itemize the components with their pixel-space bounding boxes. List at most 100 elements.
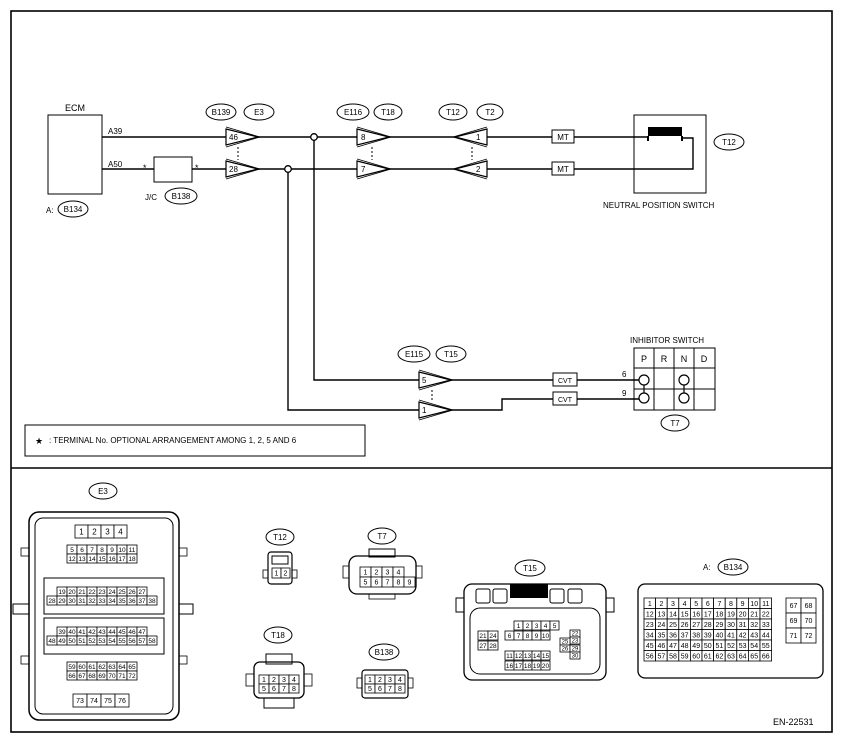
svg-text:2: 2 <box>92 528 97 537</box>
svg-text:5: 5 <box>553 623 557 630</box>
t2-conn-tag: T2 <box>485 108 495 117</box>
svg-text:48: 48 <box>681 643 689 650</box>
svg-text:38: 38 <box>692 632 700 639</box>
svg-text:63: 63 <box>727 653 735 660</box>
svg-text:22: 22 <box>88 589 96 596</box>
cvt-label-1: CVT <box>558 378 573 385</box>
t15-pin: 14 <box>531 650 542 661</box>
svg-text:16: 16 <box>506 663 514 670</box>
t7-pin: 6 <box>370 576 383 588</box>
e3-pin: 11 <box>126 544 138 555</box>
svg-text:44: 44 <box>108 629 116 636</box>
svg-text:4: 4 <box>397 570 401 577</box>
svg-text:11: 11 <box>762 601 769 608</box>
svg-text:2: 2 <box>272 677 276 684</box>
svg-text:46: 46 <box>658 643 666 650</box>
t15-pin: 12 <box>513 650 524 661</box>
e3-pin: 31 <box>76 595 88 606</box>
svg-text:47: 47 <box>669 643 677 650</box>
t12-pin: 2 <box>280 567 291 579</box>
svg-text:36: 36 <box>128 598 136 605</box>
mt-label-2: MT <box>557 165 569 174</box>
b134-pin: 60 <box>690 650 703 662</box>
t15-pin: 30 <box>569 651 581 660</box>
svg-text:2: 2 <box>284 571 288 578</box>
svg-text:55: 55 <box>762 643 770 650</box>
svg-text:7: 7 <box>717 601 721 608</box>
svg-text:24: 24 <box>489 633 497 640</box>
e116-tag: E116 <box>344 108 363 117</box>
svg-text:45: 45 <box>118 629 126 636</box>
t7-pin: 5 <box>359 576 372 588</box>
svg-text:1: 1 <box>368 677 372 684</box>
svg-text:5: 5 <box>364 580 368 587</box>
svg-text:67: 67 <box>78 673 86 680</box>
b134-pin: 69 <box>785 612 802 629</box>
svg-text:33: 33 <box>98 598 106 605</box>
svg-text:28: 28 <box>48 598 56 605</box>
e3-pin: 12 <box>66 553 78 564</box>
t7-pin: 3 <box>381 566 394 578</box>
e3-pin: 41 <box>76 626 88 637</box>
nps-label: NEUTRAL POSITION SWITCH <box>603 201 714 210</box>
svg-text:62: 62 <box>98 664 106 671</box>
svg-text:20: 20 <box>739 611 747 618</box>
svg-text:5: 5 <box>368 686 372 693</box>
b134-pin: 24 <box>655 618 668 630</box>
e3-pin: 26 <box>126 586 138 597</box>
svg-text:69: 69 <box>98 673 106 680</box>
e3-pin: 7 <box>86 544 98 555</box>
svg-text:72: 72 <box>805 633 813 640</box>
svg-text:21: 21 <box>479 633 487 640</box>
b134-pin: 68 <box>800 597 817 614</box>
svg-text:49: 49 <box>692 643 700 650</box>
t18-pin: 6 <box>268 683 280 694</box>
b134-pin: 20 <box>736 608 749 620</box>
svg-text:68: 68 <box>805 603 813 610</box>
svg-text:53: 53 <box>739 643 747 650</box>
svg-text:60: 60 <box>692 653 700 660</box>
e3-pin: 52 <box>86 635 98 646</box>
ecm-label: ECM <box>65 103 85 113</box>
svg-text:8: 8 <box>526 633 530 640</box>
svg-text:5: 5 <box>694 601 698 608</box>
e3-pin: 55 <box>116 635 128 646</box>
jc-asterisk-left: * <box>143 163 147 173</box>
e3-pin: 63 <box>106 661 118 672</box>
inhibitor-col-r: R <box>661 354 668 364</box>
e3-pin: 28 <box>46 595 58 606</box>
e3-pin: 66 <box>66 670 78 681</box>
svg-text:70: 70 <box>805 618 813 625</box>
svg-text:25: 25 <box>562 640 569 646</box>
e115-tag: E115 <box>405 350 424 359</box>
svg-text:37: 37 <box>681 632 689 639</box>
svg-text:38: 38 <box>148 598 156 605</box>
b134-pin: 37 <box>678 629 691 641</box>
e3-pin: 39 <box>56 626 68 637</box>
t15-pin: 18 <box>522 660 533 671</box>
inhibitor-col-d: D <box>701 354 708 364</box>
svg-text:56: 56 <box>646 653 654 660</box>
b134-pin: 21 <box>748 608 761 620</box>
svg-text:30: 30 <box>68 598 76 605</box>
svg-text:7: 7 <box>90 547 94 554</box>
svg-text:26: 26 <box>681 622 689 629</box>
b134-pin: 25 <box>666 618 680 630</box>
t15-pin: 5 <box>549 620 560 631</box>
note-star: ★ <box>35 436 43 446</box>
t12-pin-bot: 2 <box>476 165 481 174</box>
e3-pin: 44 <box>106 626 118 637</box>
svg-text:4: 4 <box>683 601 687 608</box>
t18-pin: 4 <box>288 674 300 685</box>
svg-text:9: 9 <box>535 633 539 640</box>
svg-text:25: 25 <box>669 622 677 629</box>
b134-pin: 13 <box>655 608 668 620</box>
t15-pin: 28 <box>487 640 499 651</box>
e3-pin: 9 <box>106 544 118 555</box>
svg-text:39: 39 <box>58 629 66 636</box>
svg-text:8: 8 <box>729 601 733 608</box>
svg-text:72: 72 <box>128 673 136 680</box>
